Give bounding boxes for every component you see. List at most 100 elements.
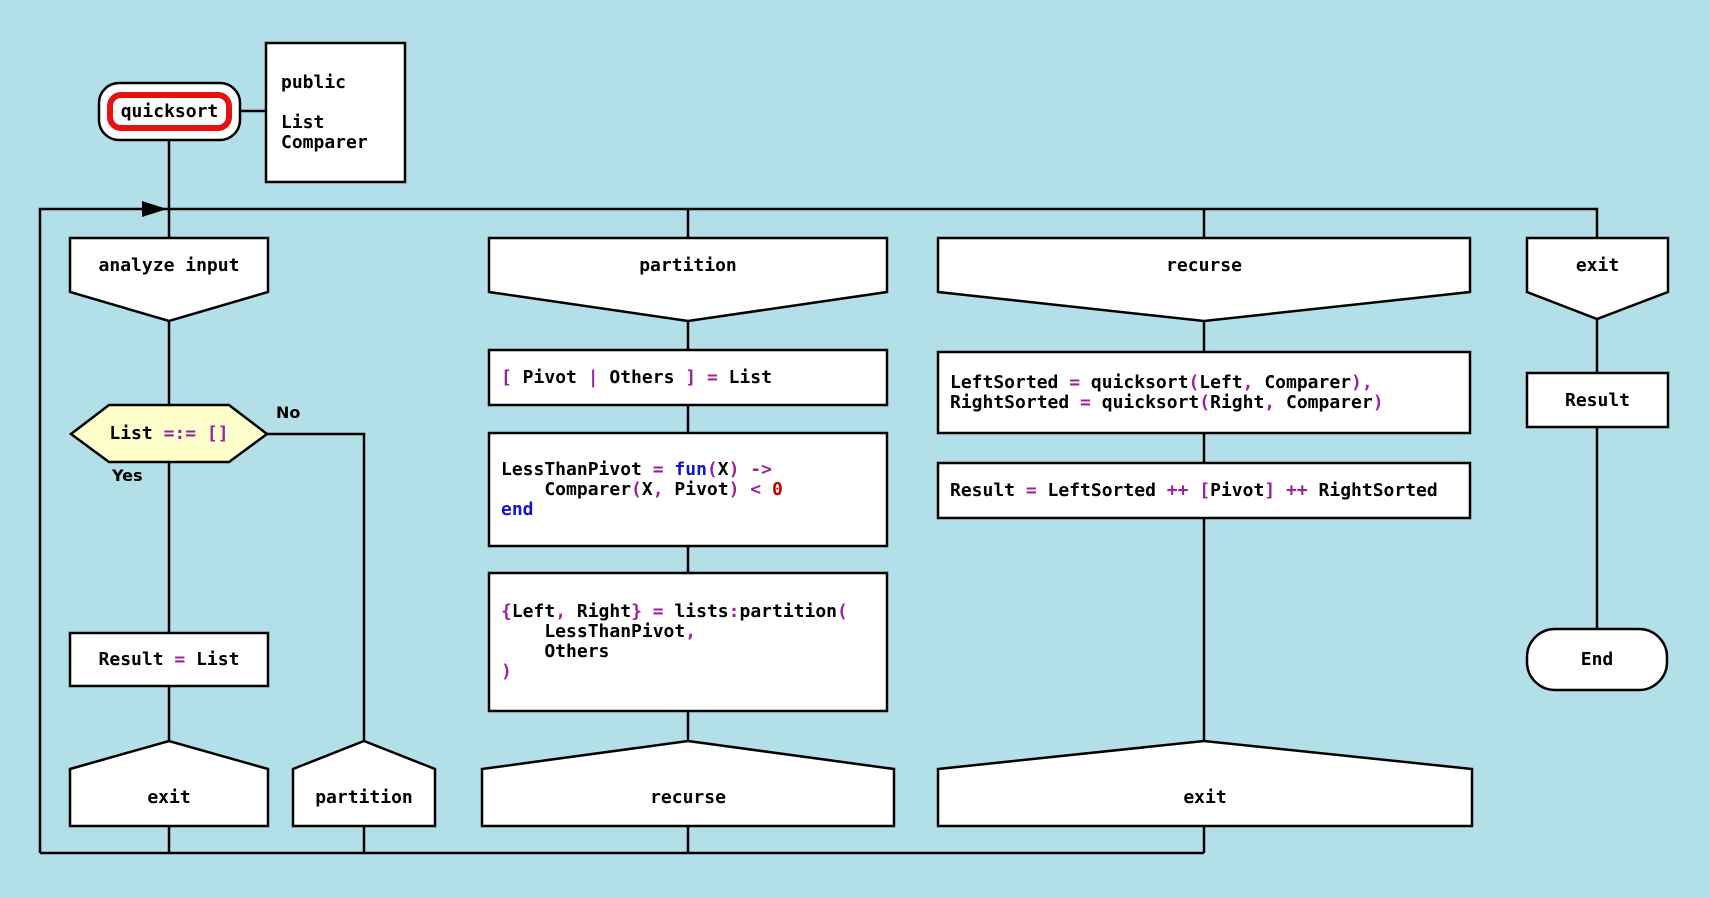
address-partition-label: partition [315,787,413,808]
action-less-than-pivot-shape[interactable] [487,431,889,548]
branch-header-exit-label: exit [1575,254,1620,276]
action-result-out-shape[interactable] [1525,371,1670,429]
code-token [1275,480,1286,501]
action-pivot-split-shape[interactable] [487,348,889,407]
address-exit-right-shape[interactable] [936,739,1474,828]
end-node-shape[interactable] [1525,627,1669,692]
code-token: LeftSorted [1036,479,1167,501]
question-node-label: List =:= [] [71,405,267,462]
code-token: Left [511,601,556,622]
address-recurse-label: recurse [650,787,726,808]
code-line: [ Pivot | Others ] = List [501,366,772,388]
code-token: = [1080,391,1091,413]
code-token: , [685,621,697,642]
address-recurse-shape[interactable] [480,739,896,828]
code-line: Result = LeftSorted ++ [Pivot] ++ RightS… [950,479,1438,501]
address-exit-left-label: exit [147,787,191,808]
code-token: , [555,601,567,622]
address-exit-right-label: exit [1183,787,1227,808]
code-line: Others [501,642,609,662]
branch-header-recurse-shape[interactable] [936,236,1472,323]
code-token: end [501,498,534,520]
flow-arrowhead-icon [142,201,167,217]
code-token: { [501,601,512,622]
code-token: Pivot [1210,479,1265,501]
branch-header-recurse-label: recurse [1166,254,1242,276]
code-token: LessThanPivot [501,621,686,642]
code-token: -> [750,458,772,480]
start-node-label: quicksort [120,101,219,122]
code-token: Comparer [1275,391,1373,413]
code-token [1188,480,1199,501]
code-token: ] [1264,479,1276,501]
params-node-shape[interactable] [264,41,407,184]
branch-header-partition-shape[interactable] [487,236,889,323]
code-token: = [174,649,186,670]
code-token: = [1069,371,1081,393]
code-token: = [652,458,664,480]
question-yes-label: Yes [112,466,143,485]
code-token: RightSorted [950,391,1081,413]
code-line: ) [501,662,512,682]
code-token: , [652,478,664,500]
params-visibility-label: public [281,71,347,93]
code-token: [ [501,366,512,388]
code-token: Result [950,479,1026,501]
code-token: , [1264,391,1276,413]
code-line: LessThanPivot, [501,622,696,642]
code-token [664,459,675,480]
code-line: RightSorted = quicksort(Right, Comparer) [950,391,1384,413]
code-line: LessThanPivot = fun(X) -> [501,458,772,480]
code-token: X [641,478,653,500]
action-partition-call-code: {Left, Right} = lists:partition( LessTha… [489,573,887,711]
question-node-shape[interactable] [68,403,270,464]
code-token: List [109,423,164,444]
params-arg-comparer: Comparer [281,131,368,153]
code-token: ( [631,478,642,500]
code-token: Left [1199,371,1243,393]
action-result-list-shape[interactable] [68,631,270,688]
code-token [642,601,653,622]
code-token: ) [728,478,740,500]
code-token: ++ [1286,479,1308,501]
action-partition-call-shape[interactable] [487,571,889,713]
code-token [196,423,207,444]
code-token [739,479,750,500]
code-token: = [706,366,718,388]
branch-header-partition-label: partition [639,254,737,276]
code-token: 0 [771,478,783,500]
code-token: | [587,366,599,388]
action-concat-shape[interactable] [936,461,1472,520]
address-partition-shape[interactable] [291,739,437,828]
code-token: ) [501,661,512,682]
action-pivot-split-code: [ Pivot | Others ] = List [489,350,887,405]
code-token: Pivot [663,478,729,500]
code-token: ] [685,366,697,388]
code-token: Comparer [501,478,632,500]
code-line: end [501,498,534,520]
action-concat-code: Result = LeftSorted ++ [Pivot] ++ RightS… [938,463,1470,518]
loop-connector [38,207,1599,853]
params-arg-list: List [281,111,325,133]
code-token: ) [1372,391,1384,413]
code-token: ), [1351,371,1373,393]
code-token: fun [674,458,707,480]
question-no-label: No [276,403,301,422]
code-token: ++ [1166,479,1189,501]
code-token: List [185,649,240,670]
code-token: , [1242,371,1254,393]
address-exit-left-shape[interactable] [68,739,270,828]
branch-header-analyze-shape[interactable] [68,236,270,323]
code-token: [ [1199,479,1211,501]
code-token: List [717,366,772,388]
branch-header-exit-shape[interactable] [1525,236,1670,321]
action-recurse-calls-shape[interactable] [936,350,1472,435]
code-token: Right [1210,391,1265,413]
code-token: LessThanPivot [501,458,653,480]
code-token: quicksort [1090,391,1200,413]
code-token: ( [1199,391,1211,413]
code-token: = [1025,479,1037,501]
action-recurse-calls-code: LeftSorted = quicksort(Left, Comparer), … [938,352,1470,433]
code-token: } [631,601,642,622]
action-result-list-code: Result = List [70,633,268,686]
